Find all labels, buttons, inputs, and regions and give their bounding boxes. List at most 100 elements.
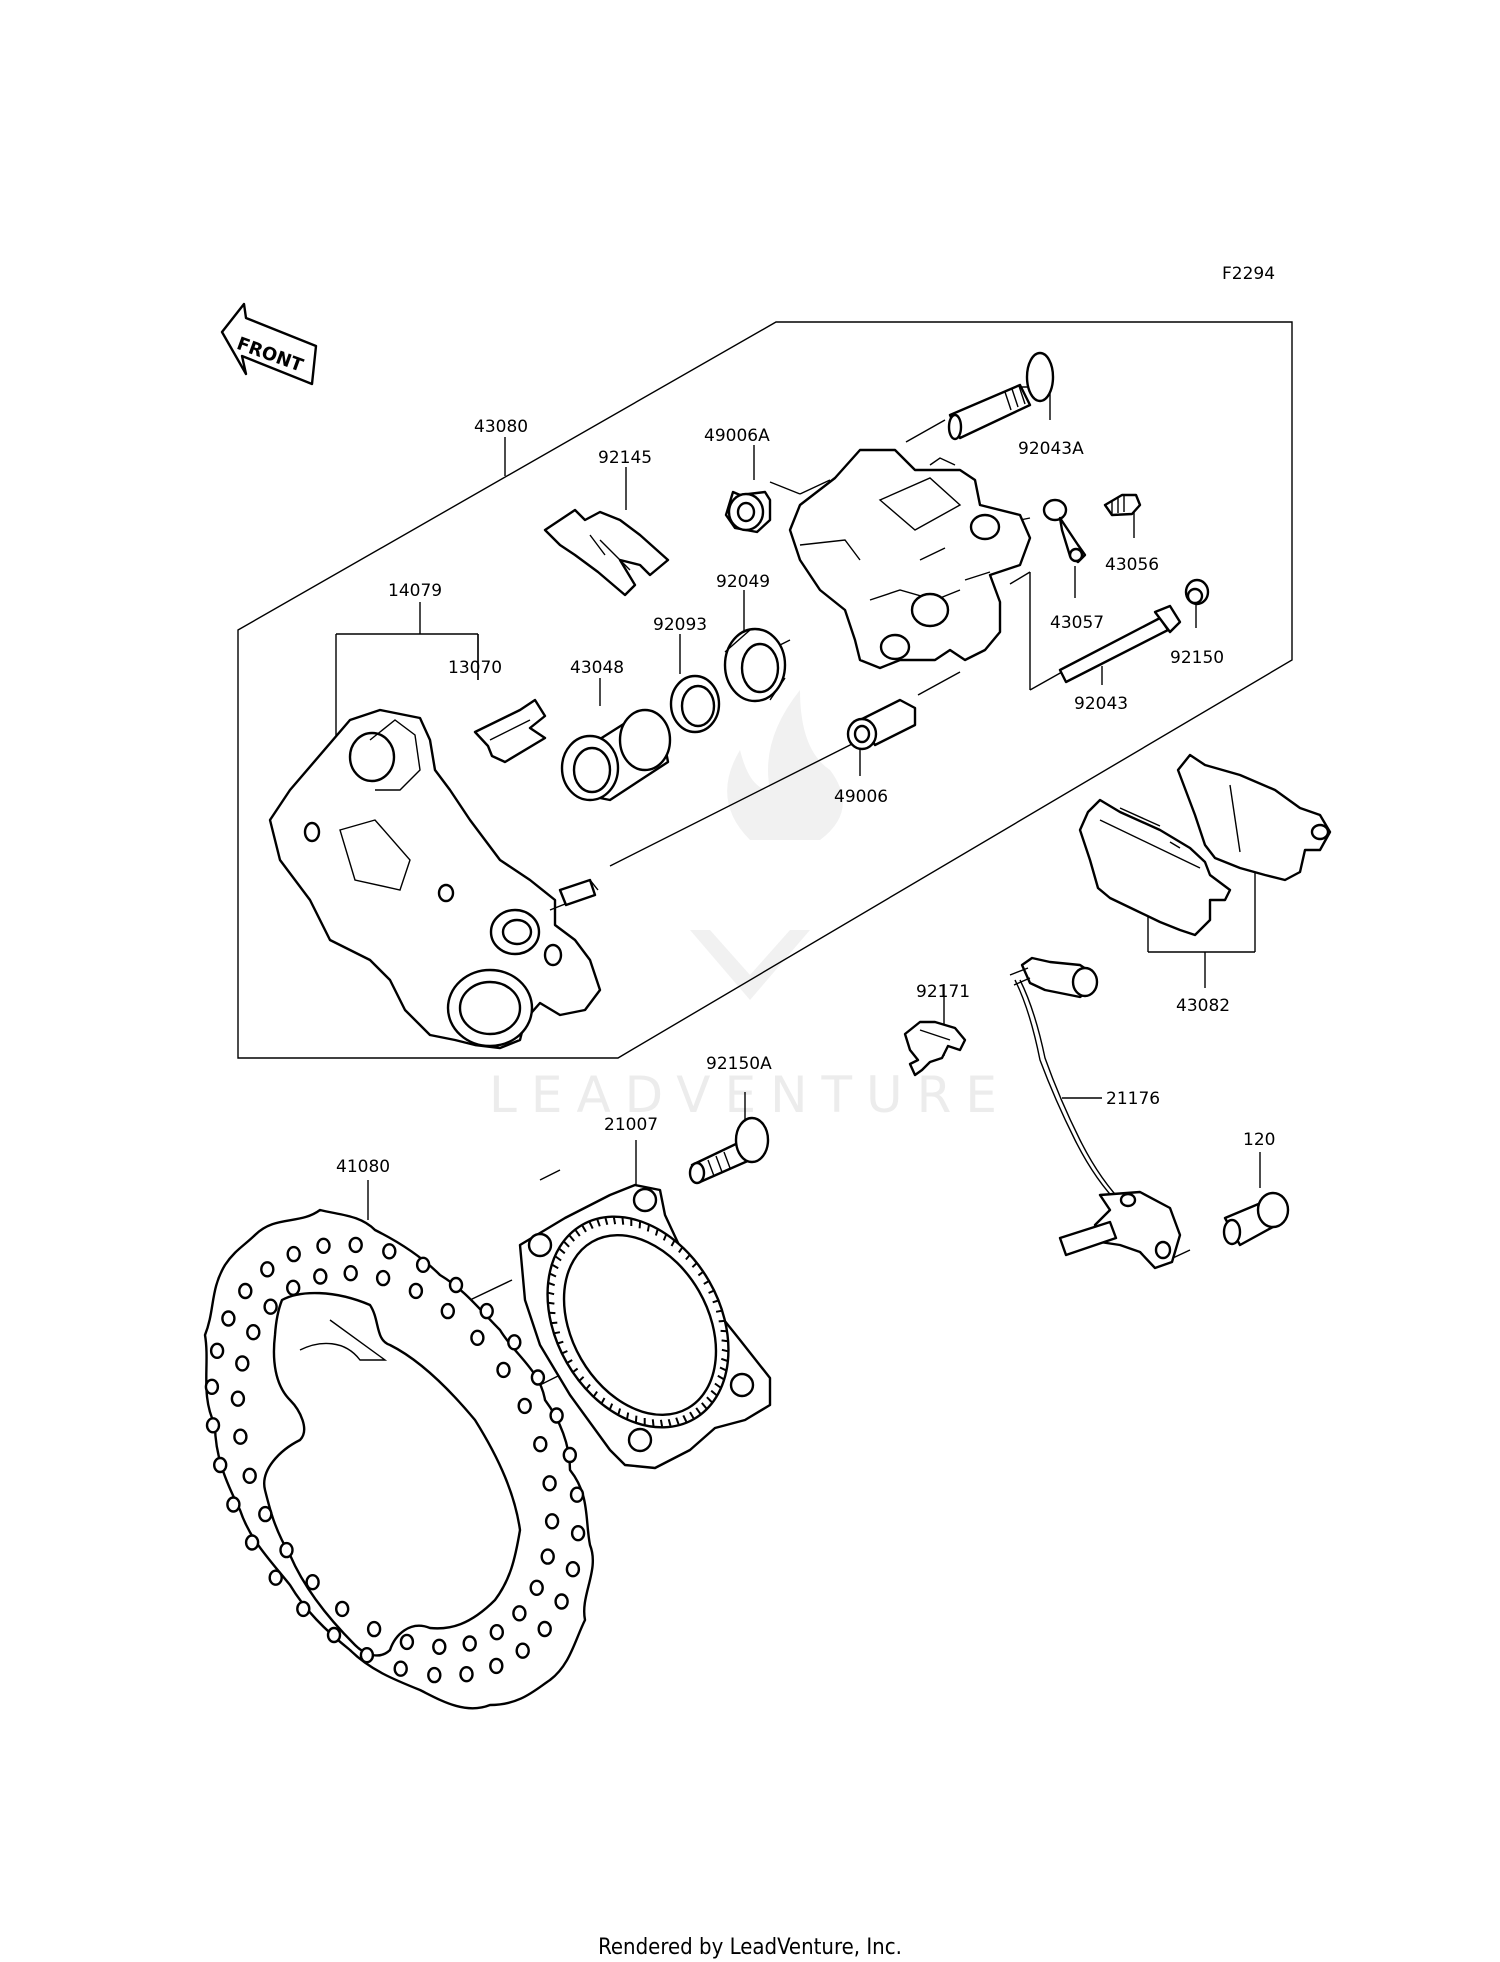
leader-lines [335, 386, 1261, 1401]
disc-hole [258, 1505, 273, 1523]
abs-tooth [697, 1271, 704, 1277]
disc-hole [204, 1378, 220, 1396]
abs-tooth [557, 1340, 564, 1345]
disc-hole [221, 1310, 236, 1327]
disc-hole [399, 1633, 415, 1651]
disc-hole [316, 1237, 331, 1255]
part-92150A-bolt [688, 1116, 770, 1185]
disc-hole [244, 1534, 260, 1551]
abs-tooth [717, 1374, 725, 1380]
abs-tooth [592, 1391, 598, 1398]
disc-hole [517, 1397, 532, 1415]
disc-hole [212, 1456, 228, 1474]
disc-hole [549, 1407, 564, 1424]
part-120-bolt [1222, 1191, 1290, 1247]
label-41080: 41080 [336, 1157, 390, 1177]
label-92049: 92049 [716, 572, 770, 592]
label-92043: 92043 [1074, 694, 1128, 714]
abs-tooth [578, 1376, 585, 1382]
disc-hole [415, 1256, 431, 1274]
abs-tooth [572, 1367, 579, 1373]
disc-hole [343, 1264, 358, 1282]
abs-tooth [558, 1248, 566, 1255]
disc-hole [393, 1660, 408, 1677]
abs-tooth [712, 1299, 719, 1304]
part-43056-bleeder-screw [1103, 493, 1142, 517]
part-92043-pin [1058, 604, 1182, 684]
label-43082: 43082 [1176, 996, 1230, 1016]
caliper-body [788, 448, 1032, 670]
abs-tooth [547, 1291, 555, 1296]
label-92171: 92171 [916, 982, 970, 1002]
disc-hole [226, 1496, 241, 1513]
part-41080-brake-disc [203, 1208, 595, 1710]
watermark-text: LEADVENTURE [489, 1066, 1011, 1124]
part-92150-cap [1184, 578, 1210, 606]
abs-tooth [654, 1229, 659, 1236]
label-92043A: 92043A [1018, 439, 1084, 459]
part-21007-sensor-rotor [518, 1183, 772, 1470]
disc-hole [529, 1579, 544, 1597]
label-43056: 43056 [1105, 555, 1159, 575]
abs-tooth [662, 1234, 668, 1241]
watermark: LEADVENTURE [489, 690, 1011, 1124]
disc-hole [569, 1486, 585, 1503]
abs-tooth [667, 1418, 672, 1427]
disc-hole [305, 1573, 320, 1591]
disc-hole [209, 1342, 225, 1360]
abs-tooth [720, 1357, 728, 1362]
disc-hole [479, 1302, 494, 1320]
abs-tooth [695, 1407, 702, 1415]
abs-tooth [581, 1225, 587, 1233]
disc-hole [408, 1282, 424, 1300]
part-13070-clip [473, 698, 547, 764]
abs-tooth [555, 1255, 562, 1262]
abs-tooth [721, 1339, 729, 1343]
disc-hole [542, 1475, 557, 1492]
part-92145-spring [543, 508, 670, 597]
disc-hole [544, 1513, 560, 1530]
disc-hole [348, 1236, 363, 1254]
abs-tooth [634, 1415, 638, 1423]
disc-hole [515, 1642, 530, 1659]
label-43048: 43048 [570, 658, 624, 678]
disc-hole [238, 1282, 253, 1300]
label-21176: 21176 [1106, 1089, 1160, 1109]
disc-hole [246, 1323, 261, 1341]
disc-hole [540, 1548, 555, 1565]
disc-hole [530, 1369, 546, 1386]
abs-tooth [608, 1403, 614, 1410]
disc-hole [230, 1390, 246, 1407]
abs-tooth [706, 1396, 713, 1403]
abs-tooth [715, 1309, 723, 1313]
part-labels: 43080 92145 49006A 92043A 43056 14079 13… [336, 417, 1275, 1177]
disc-hole [279, 1541, 294, 1559]
abs-tooth [588, 1221, 594, 1230]
disc-hole [296, 1600, 311, 1618]
disc-hole [554, 1593, 569, 1610]
label-13070: 13070 [448, 658, 502, 678]
disc-hole [263, 1298, 278, 1315]
label-92150: 92150 [1170, 648, 1224, 668]
label-92093: 92093 [653, 615, 707, 635]
abs-tooth [566, 1359, 573, 1364]
abs-tooth [549, 1272, 557, 1278]
part-49006-boot [846, 698, 917, 751]
disc-hole [512, 1605, 527, 1622]
label-92145: 92145 [598, 448, 652, 468]
disc-hole [507, 1334, 522, 1351]
disc-hole [496, 1361, 511, 1379]
label-120: 120 [1243, 1130, 1275, 1150]
abs-tooth [638, 1221, 642, 1229]
disc-hole [533, 1435, 548, 1453]
abs-tooth [691, 1262, 698, 1268]
disc-hole [286, 1245, 301, 1263]
label-49006A: 49006A [704, 426, 770, 446]
disc-hole [537, 1620, 552, 1638]
abs-tooth [585, 1383, 591, 1390]
disc-hole [359, 1646, 375, 1664]
disc-hole [570, 1524, 586, 1542]
abs-tooth [612, 1217, 617, 1225]
part-49006A-boot [724, 490, 772, 534]
disc-hole [470, 1329, 485, 1347]
